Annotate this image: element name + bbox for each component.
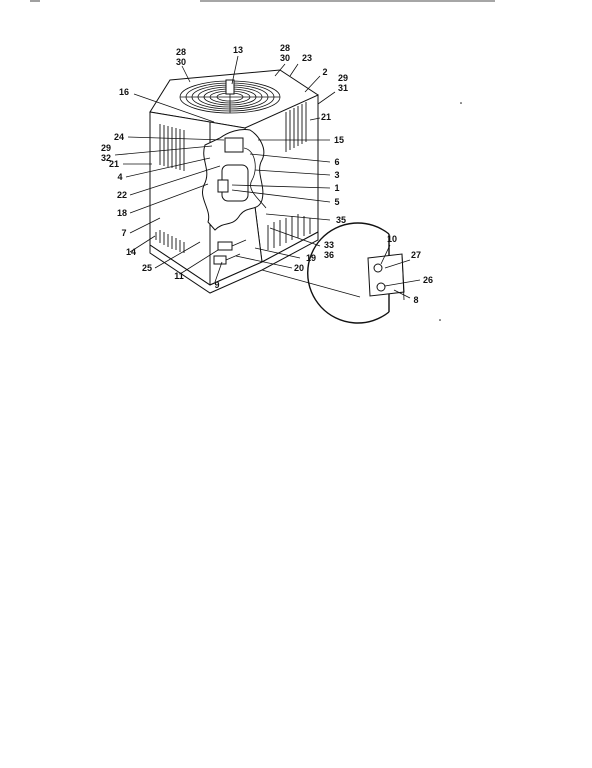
condenser-unit (149, 69, 462, 321)
callout-16: 16 (119, 87, 129, 97)
callout-36: 36 (324, 250, 334, 260)
callout-8: 8 (413, 295, 418, 305)
service-valves (213, 239, 247, 265)
callout-30: 30 (176, 57, 186, 67)
callout-28: 28 (280, 43, 290, 53)
callout-9: 9 (214, 280, 219, 290)
callout-13: 13 (233, 45, 243, 55)
callout-3: 3 (334, 170, 339, 180)
fan-hub (225, 79, 235, 95)
leader-lines (114, 55, 421, 299)
refrigerant-tube (243, 147, 267, 209)
detail-fitting-lower (376, 282, 386, 292)
base-pan (149, 231, 319, 294)
detail-fitting-upper (373, 263, 383, 273)
callout-32: 32 (101, 153, 111, 163)
callout-31: 31 (338, 83, 348, 93)
callout-27: 27 (411, 250, 421, 260)
callout-28: 28 (176, 47, 186, 57)
callout-26: 26 (423, 275, 433, 285)
callout-11: 11 (174, 271, 184, 281)
callout-29: 29 (338, 73, 348, 83)
callout-21: 21 (109, 159, 119, 169)
callout-15: 15 (334, 135, 344, 145)
callout-35: 35 (336, 215, 346, 225)
detail-valve-body (367, 253, 405, 297)
callout-7: 7 (121, 228, 126, 238)
callout-23: 23 (302, 53, 312, 63)
callout-29: 29 (101, 143, 111, 153)
callout-21: 21 (321, 112, 331, 122)
callout-2: 2 (322, 67, 327, 77)
callout-18: 18 (117, 208, 127, 218)
callout-10: 10 (387, 234, 397, 244)
callout-5: 5 (334, 197, 339, 207)
callout-labels: 13 28 30 28 30 23 2 29 31 16 21 15 24 29… (101, 43, 433, 305)
callout-20: 20 (294, 263, 304, 273)
control-box (224, 137, 244, 153)
callout-33: 33 (324, 240, 334, 250)
right-coil-grille (267, 102, 311, 250)
callout-6: 6 (334, 157, 339, 167)
detail-circle-arc (307, 222, 390, 324)
callout-30: 30 (280, 53, 290, 63)
callout-25: 25 (142, 263, 152, 273)
callout-1: 1 (334, 183, 339, 193)
capacitor (217, 179, 229, 193)
callout-24: 24 (114, 132, 124, 142)
callout-14: 14 (126, 247, 136, 257)
callout-4: 4 (117, 172, 122, 182)
callout-19: 19 (306, 253, 316, 263)
detail-leader (261, 269, 361, 298)
callout-22: 22 (117, 190, 127, 200)
